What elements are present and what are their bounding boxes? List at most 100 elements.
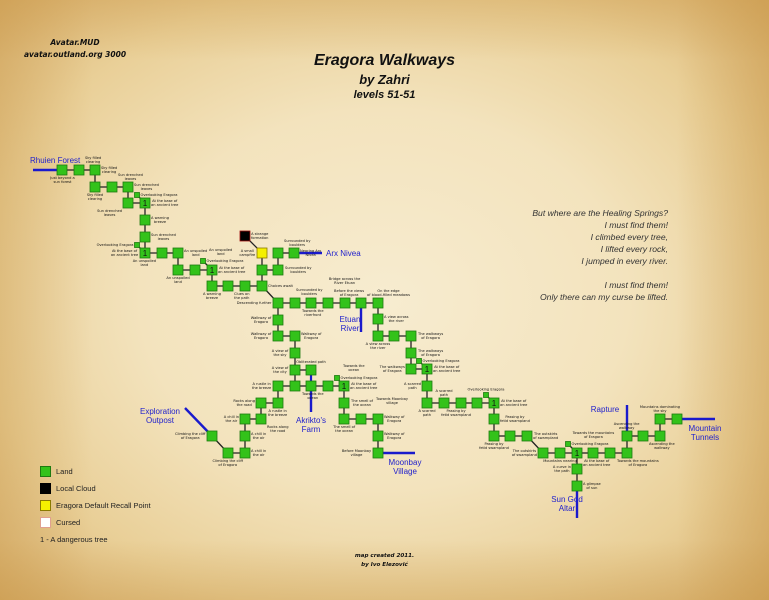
recall-point-room[interactable]: [256, 247, 268, 259]
room[interactable]: [305, 364, 317, 376]
room[interactable]: [604, 447, 616, 459]
room[interactable]: [222, 447, 234, 459]
room[interactable]: [488, 413, 500, 425]
room[interactable]: [471, 397, 483, 409]
room[interactable]: [455, 397, 467, 409]
room[interactable]: [289, 297, 301, 309]
room[interactable]: [654, 430, 666, 442]
room[interactable]: [172, 247, 184, 259]
room[interactable]: [122, 197, 134, 209]
room[interactable]: [134, 242, 140, 248]
room[interactable]: [272, 247, 284, 259]
room[interactable]: [355, 413, 367, 425]
room[interactable]: [272, 297, 284, 309]
room[interactable]: [255, 413, 267, 425]
room[interactable]: [621, 430, 633, 442]
room[interactable]: [537, 447, 549, 459]
room[interactable]: [272, 380, 284, 392]
tree-room[interactable]: [488, 397, 500, 409]
tree-room[interactable]: [571, 447, 583, 459]
exit-label[interactable]: Arx Nivea: [326, 249, 361, 258]
room[interactable]: [189, 264, 201, 276]
room[interactable]: [156, 247, 168, 259]
room[interactable]: [571, 480, 583, 492]
tree-room[interactable]: [338, 380, 350, 392]
room[interactable]: [322, 297, 334, 309]
room[interactable]: [554, 447, 566, 459]
room[interactable]: [488, 430, 500, 442]
room[interactable]: [483, 392, 489, 398]
room[interactable]: [405, 347, 417, 359]
tree-room[interactable]: [206, 264, 218, 276]
room[interactable]: [139, 231, 151, 243]
room[interactable]: [521, 430, 533, 442]
room[interactable]: [289, 347, 301, 359]
room[interactable]: [504, 430, 516, 442]
room[interactable]: [438, 397, 450, 409]
room[interactable]: [334, 375, 340, 381]
room[interactable]: [372, 430, 384, 442]
room[interactable]: [421, 380, 433, 392]
room[interactable]: [222, 280, 234, 292]
room[interactable]: [73, 164, 85, 176]
room[interactable]: [172, 264, 184, 276]
room[interactable]: [305, 297, 317, 309]
room[interactable]: [206, 280, 218, 292]
room[interactable]: [89, 164, 101, 176]
room[interactable]: [272, 264, 284, 276]
room[interactable]: [289, 330, 301, 342]
room[interactable]: [139, 214, 151, 226]
room[interactable]: [206, 430, 218, 442]
room[interactable]: [239, 413, 251, 425]
room[interactable]: [671, 413, 683, 425]
room[interactable]: [388, 330, 400, 342]
room[interactable]: [372, 447, 384, 459]
room[interactable]: [122, 181, 134, 193]
room[interactable]: [272, 330, 284, 342]
room[interactable]: [355, 297, 367, 309]
room[interactable]: [239, 430, 251, 442]
room[interactable]: [654, 413, 666, 425]
room[interactable]: [405, 363, 417, 375]
room[interactable]: [565, 441, 571, 447]
room[interactable]: [239, 280, 251, 292]
room[interactable]: [200, 258, 206, 264]
room[interactable]: [637, 430, 649, 442]
room[interactable]: [571, 463, 583, 475]
room[interactable]: [89, 181, 101, 193]
exit-label[interactable]: Rhuien Forest: [30, 156, 81, 165]
room[interactable]: [416, 358, 422, 364]
exit-label[interactable]: Rapture: [591, 405, 620, 414]
room[interactable]: [338, 413, 350, 425]
tree-room[interactable]: [139, 247, 151, 259]
room[interactable]: [338, 397, 350, 409]
room[interactable]: [372, 313, 384, 325]
room[interactable]: [272, 314, 284, 326]
room[interactable]: [56, 164, 68, 176]
room[interactable]: [322, 380, 334, 392]
room[interactable]: [339, 297, 351, 309]
room[interactable]: [106, 181, 118, 193]
room[interactable]: [421, 397, 433, 409]
room[interactable]: [288, 247, 300, 259]
tree-room[interactable]: [421, 363, 433, 375]
room[interactable]: [621, 447, 633, 459]
room[interactable]: [239, 447, 251, 459]
room[interactable]: [372, 297, 384, 309]
room[interactable]: [134, 192, 140, 198]
room[interactable]: [587, 447, 599, 459]
room[interactable]: [405, 330, 417, 342]
room[interactable]: [272, 397, 284, 409]
room[interactable]: [255, 397, 267, 409]
local-cloud-room[interactable]: [239, 230, 251, 242]
room[interactable]: [289, 380, 301, 392]
tree-room[interactable]: [139, 197, 151, 209]
room[interactable]: [372, 330, 384, 342]
room[interactable]: [305, 380, 317, 392]
